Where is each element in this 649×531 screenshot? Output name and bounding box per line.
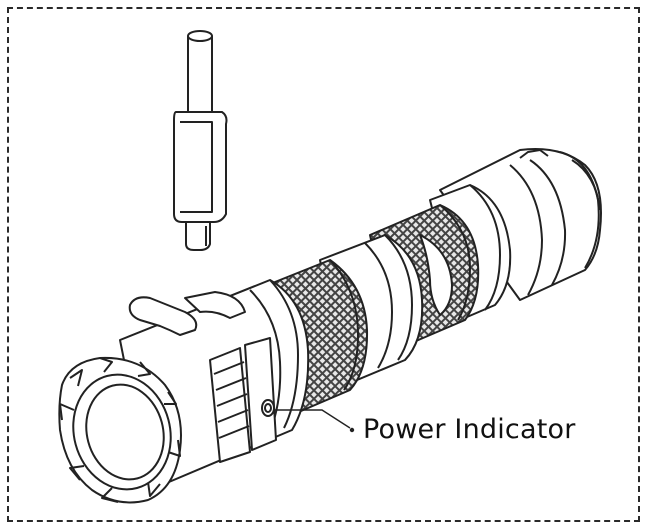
callout-dot: [349, 427, 355, 433]
flashlight-icon: [58, 148, 602, 504]
power-indicator-label: Power Indicator: [363, 414, 576, 445]
usb-c-cable-icon: [173, 30, 228, 251]
dashed-frame: [7, 7, 640, 522]
callout-leader: [274, 409, 351, 429]
